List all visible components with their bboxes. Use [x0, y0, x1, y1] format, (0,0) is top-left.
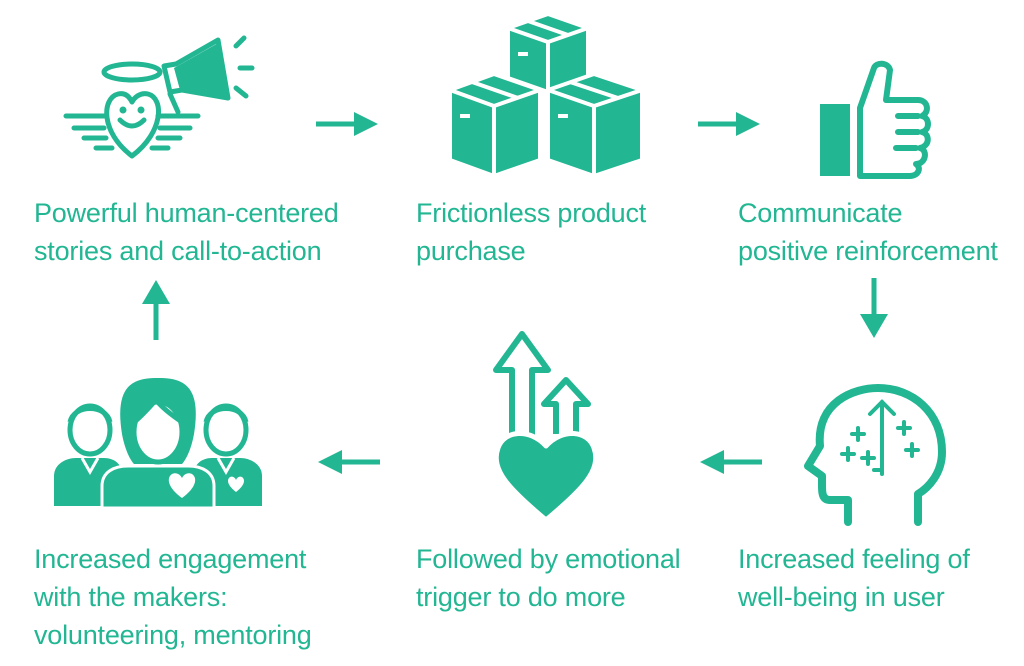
step-label-well-being: Increased feeling of well-being in user [738, 540, 970, 616]
arrow-right-1 [316, 112, 378, 136]
label-line: Communicate [738, 198, 903, 228]
label-line: Increased feeling of [738, 544, 970, 574]
label-line: stories and call-to-action [34, 236, 322, 266]
label-line: purchase [416, 236, 526, 266]
head-with-arrow-icon [804, 384, 946, 526]
stacked-boxes-icon [448, 12, 644, 178]
label-line: trigger to do more [416, 582, 626, 612]
step-label-stories: Powerful human-centered stories and call… [34, 194, 339, 270]
arrow-up [142, 280, 170, 340]
arrow-left-1 [700, 450, 762, 474]
people-group-hearts-icon [54, 378, 262, 510]
heart-with-up-arrows-icon [493, 331, 599, 523]
label-line: volunteering, mentoring [34, 620, 312, 650]
step-label-reinforcement: Communicate positive reinforcement [738, 194, 998, 270]
label-line: Followed by emotional [416, 544, 681, 574]
step-label-purchase: Frictionless product purchase [416, 194, 646, 270]
label-line: Frictionless product [416, 198, 647, 228]
label-line: Increased engagement [34, 544, 307, 574]
label-line: Powerful human-centered [34, 198, 339, 228]
step-label-engagement: Increased engagement with the makers: vo… [34, 540, 312, 654]
step-label-emotional-trigger: Followed by emotional trigger to do more [416, 540, 681, 616]
label-line: positive reinforcement [738, 236, 998, 266]
angel-heart-megaphone-icon [63, 35, 255, 159]
thumbs-up-icon [820, 60, 931, 179]
arrow-down [860, 278, 888, 338]
arrow-right-2 [698, 112, 760, 136]
label-line: with the makers: [34, 582, 228, 612]
arrow-left-2 [318, 450, 380, 474]
label-line: well-being in user [738, 582, 945, 612]
